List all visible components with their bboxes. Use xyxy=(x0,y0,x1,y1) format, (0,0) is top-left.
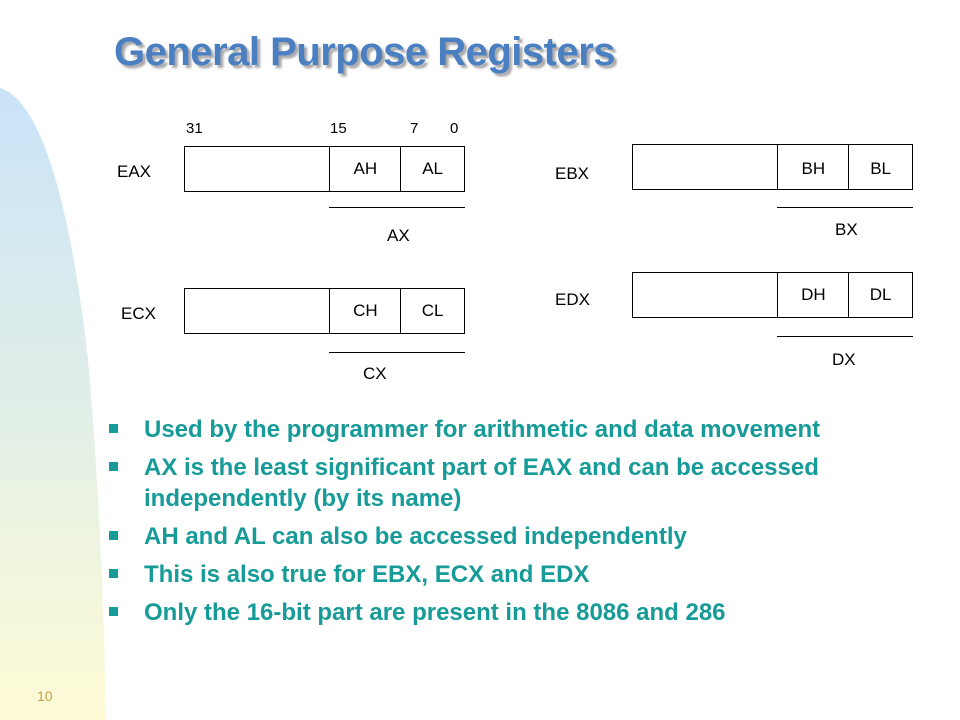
word-label-bx: BX xyxy=(835,220,858,239)
word-label-ax: AX xyxy=(387,226,410,245)
cx-span-line xyxy=(329,352,465,353)
register-eax-high-byte: AH xyxy=(329,147,400,191)
ax-span-line xyxy=(329,207,465,208)
register-label-ebx: EBX xyxy=(555,164,590,183)
bit-label-15: 15 xyxy=(330,120,347,137)
bullet-item: Used by the programmer for arithmetic an… xyxy=(107,414,927,445)
bit-label-0: 0 xyxy=(450,120,459,137)
bullet-item: AH and AL can also be accessed independe… xyxy=(107,521,927,552)
bullet-text: This is also true for EBX, ECX and EDX xyxy=(144,561,590,588)
register-ecx-box: CH CL xyxy=(184,288,465,334)
register-label-eax: EAX xyxy=(117,162,152,181)
register-edx-high-byte: DH xyxy=(777,273,848,317)
register-ebx-box: BH BL xyxy=(632,144,913,190)
register-ecx-high-byte: CH xyxy=(329,289,400,333)
square-bullet-icon xyxy=(109,569,118,578)
register-upper-half xyxy=(633,273,777,317)
square-bullet-icon xyxy=(109,531,118,540)
register-edx-low-byte: DL xyxy=(848,273,912,317)
dx-span-line xyxy=(777,336,913,337)
bx-span-line xyxy=(777,207,913,208)
bullet-list: Used by the programmer for arithmetic an… xyxy=(107,414,927,635)
bullet-item: This is also true for EBX, ECX and EDX xyxy=(107,559,927,590)
bit-label-31: 31 xyxy=(186,120,203,137)
register-edx-box: DH DL xyxy=(632,272,913,318)
register-upper-half xyxy=(633,145,777,189)
bit-label-7: 7 xyxy=(410,120,419,137)
bullet-item: Only the 16-bit part are present in the … xyxy=(107,597,927,628)
register-ebx-low-byte: BL xyxy=(848,145,912,189)
square-bullet-icon xyxy=(109,424,118,433)
bullet-text: AH and AL can also be accessed independe… xyxy=(144,523,687,550)
page-number: 10 xyxy=(37,688,53,704)
register-upper-half xyxy=(185,289,329,333)
bullet-text: Used by the programmer for arithmetic an… xyxy=(144,416,821,443)
register-eax-box: AH AL xyxy=(184,146,465,192)
register-ebx-high-byte: BH xyxy=(777,145,848,189)
word-label-cx: CX xyxy=(363,364,387,383)
page-title: General Purpose Registers xyxy=(114,30,616,74)
bullet-text: Only the 16-bit part are present in the … xyxy=(144,599,726,626)
register-eax-low-byte: AL xyxy=(400,147,464,191)
square-bullet-icon xyxy=(109,462,118,471)
register-label-edx: EDX xyxy=(555,290,590,309)
square-bullet-icon xyxy=(109,607,118,616)
bullet-text: AX is the least significant part of EAX … xyxy=(144,454,819,512)
word-label-dx: DX xyxy=(832,350,856,369)
register-upper-half xyxy=(185,147,329,191)
bullet-item: AX is the least significant part of EAX … xyxy=(107,452,927,514)
register-ecx-low-byte: CL xyxy=(400,289,464,333)
register-label-ecx: ECX xyxy=(121,304,156,323)
